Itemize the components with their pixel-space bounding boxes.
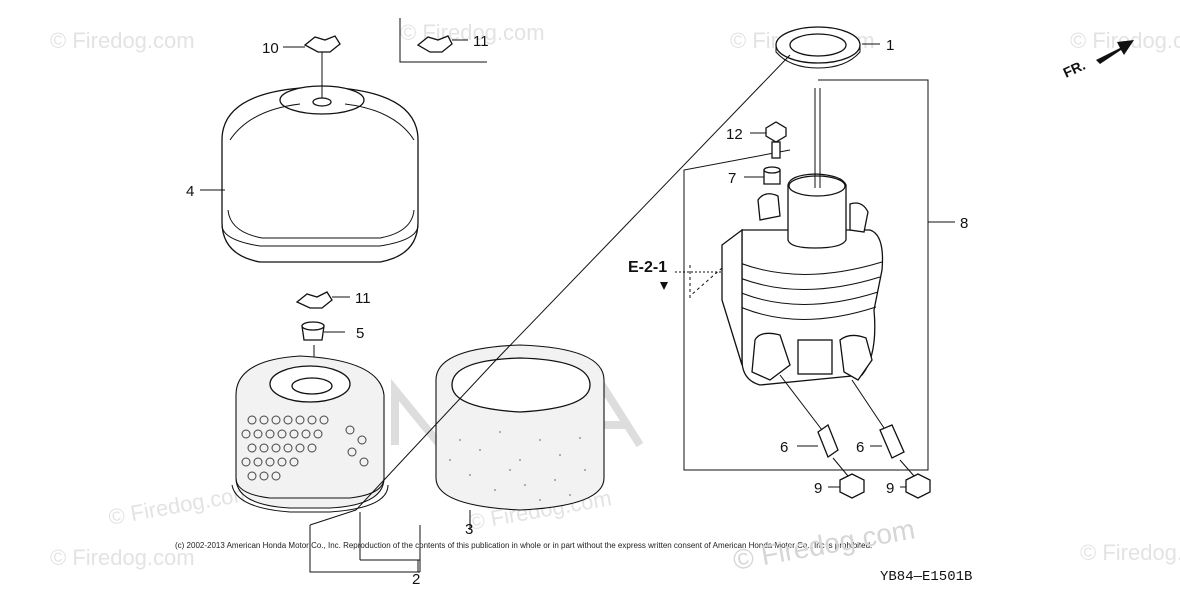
wing-nut-11-top bbox=[399, 18, 487, 63]
direction-label: FR. bbox=[1061, 57, 1088, 81]
callout-5: 5 bbox=[356, 325, 364, 342]
wing-nut-11-mid bbox=[295, 291, 333, 309]
air-filter-element bbox=[231, 355, 389, 513]
bolt-12 bbox=[765, 121, 787, 159]
collar-6-left bbox=[779, 374, 839, 459]
watermark-text: © Firedog.com bbox=[107, 480, 254, 530]
foam-pre-filter bbox=[435, 344, 605, 511]
callout-2: 2 bbox=[412, 571, 420, 588]
callout-9-left: 9 bbox=[814, 480, 822, 497]
watermark-text: © Firedog.com bbox=[50, 28, 195, 53]
callout-1: 1 bbox=[886, 37, 894, 54]
callout-11-top: 11 bbox=[473, 33, 489, 50]
collar-6-right bbox=[851, 379, 905, 459]
callouts: 1 4 10 11 11 5 12 7 8 6 6 9 9 2 3 bbox=[186, 33, 968, 588]
callout-4: 4 bbox=[186, 183, 194, 200]
callout-7: 7 bbox=[728, 170, 736, 187]
nut-9-left bbox=[832, 457, 865, 499]
grommet-5 bbox=[301, 321, 325, 341]
callout-6-right: 6 bbox=[856, 439, 864, 456]
diagram-code: YB84—E1501B bbox=[880, 569, 972, 585]
callout-11-mid: 11 bbox=[355, 290, 371, 307]
arrow-icon bbox=[1096, 40, 1134, 64]
callout-12: 12 bbox=[726, 126, 743, 143]
copyright-notice: (c) 2002-2013 American Honda Motor Co., … bbox=[175, 541, 872, 550]
reference-pointer bbox=[660, 265, 723, 300]
callout-9-right: 9 bbox=[886, 480, 894, 497]
callout-3: 3 bbox=[465, 521, 473, 538]
nut-9-right bbox=[899, 459, 931, 499]
watermark-text: © Firedog.com bbox=[50, 545, 195, 570]
collar-7 bbox=[763, 166, 781, 185]
gasket-1 bbox=[775, 26, 861, 69]
wing-nut-10 bbox=[303, 35, 341, 98]
brand-watermark: © Firedog.com bbox=[731, 513, 918, 575]
callout-10: 10 bbox=[262, 40, 279, 57]
watermark-layer: © Firedog.com © Firedog.com © Firedog.co… bbox=[50, 20, 1180, 570]
watermark-text: © Firedog.com bbox=[1080, 540, 1180, 565]
reference-label: E-2-1 bbox=[628, 259, 667, 276]
air-cleaner-case bbox=[683, 79, 929, 471]
callout-8: 8 bbox=[960, 215, 968, 232]
air-cleaner-cover bbox=[221, 85, 419, 263]
callout-6-left: 6 bbox=[780, 439, 788, 456]
